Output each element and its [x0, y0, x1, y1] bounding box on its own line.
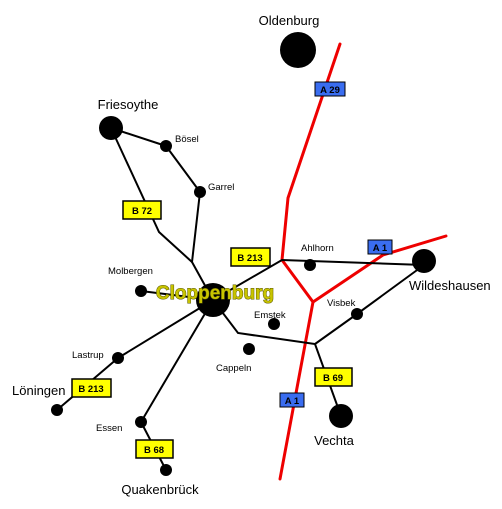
- autobahn-lines: [278, 42, 448, 481]
- sign-b213-west-label: B 213: [78, 384, 103, 395]
- label-essen: Essen: [96, 423, 122, 434]
- label-visbek: Visbek: [327, 298, 356, 309]
- label-boesel: Bösel: [175, 134, 199, 145]
- oldenburg-dot: [280, 32, 316, 68]
- cappeln-dot: [243, 343, 255, 355]
- autobahn-a29-line: [280, 42, 342, 304]
- label-garrel: Garrel: [208, 182, 234, 193]
- label-friesoythe: Friesoythe: [98, 97, 159, 112]
- autobahn-a1-line: [278, 234, 448, 481]
- sign-b68: B 68: [135, 439, 174, 459]
- label-loeningen: Löningen: [12, 383, 66, 398]
- label-wildeshausen: Wildeshausen: [409, 278, 491, 293]
- ahlhorn-dot: [304, 259, 316, 271]
- sign-b213-east: B 213: [230, 247, 271, 267]
- sign-a1-south-label: A 1: [285, 396, 300, 407]
- visbek-dot: [351, 308, 363, 320]
- sign-a1-south: A 1: [279, 392, 305, 408]
- sign-b72-label: B 72: [132, 206, 152, 217]
- friesoythe-dot: [99, 116, 123, 140]
- sign-b213-west: B 213: [71, 378, 112, 398]
- wildeshausen-dot: [412, 249, 436, 273]
- sign-b213-east-label: B 213: [237, 253, 262, 264]
- sign-b69: B 69: [314, 367, 353, 387]
- molbergen-dot: [135, 285, 147, 297]
- lastrup-dot: [112, 352, 124, 364]
- road-essen: [140, 299, 214, 423]
- essen-dot: [135, 416, 147, 428]
- vechta-dot: [329, 404, 353, 428]
- garrel-dot: [194, 186, 206, 198]
- sign-a29-label: A 29: [320, 85, 340, 96]
- sign-b69-label: B 69: [323, 373, 343, 384]
- label-molbergen: Molbergen: [108, 266, 153, 277]
- label-ahlhorn: Ahlhorn: [301, 243, 334, 254]
- cloppenburg-dot: [196, 283, 230, 317]
- label-vechta: Vechta: [314, 433, 355, 448]
- road-signs: A 29 A 1 A 1 B 72 B 213 B 213 B 69 B 68: [71, 81, 393, 459]
- road-lastrup: [117, 299, 214, 359]
- road-b213-east: [212, 258, 425, 301]
- quakenbrueck-dot: [160, 464, 172, 476]
- road-garrel-cloppenburg: [191, 191, 201, 263]
- sign-a1-north-label: A 1: [373, 243, 388, 254]
- sign-b68-label: B 68: [144, 445, 164, 456]
- road-friesoythe-cloppenburg: [110, 127, 214, 301]
- label-emstek: Emstek: [254, 310, 286, 321]
- label-oldenburg: Oldenburg: [259, 13, 320, 28]
- emstek-dot: [268, 318, 280, 330]
- boesel-dot: [160, 140, 172, 152]
- sign-a1-north: A 1: [367, 239, 393, 255]
- place-labels: Oldenburg Friesoythe Bösel Garrel Ahlhor…: [12, 13, 491, 497]
- label-quakenbrueck: Quakenbrück: [121, 482, 199, 497]
- town-dots: [51, 32, 436, 476]
- road-boesel-garrel: [165, 145, 201, 193]
- loeningen-dot: [51, 404, 63, 416]
- label-cappeln: Cappeln: [216, 363, 251, 374]
- sign-b72: B 72: [122, 200, 162, 220]
- label-lastrup: Lastrup: [72, 350, 104, 361]
- label-cloppenburg: Cloppenburg: [156, 283, 274, 304]
- sign-a29: A 29: [314, 81, 346, 97]
